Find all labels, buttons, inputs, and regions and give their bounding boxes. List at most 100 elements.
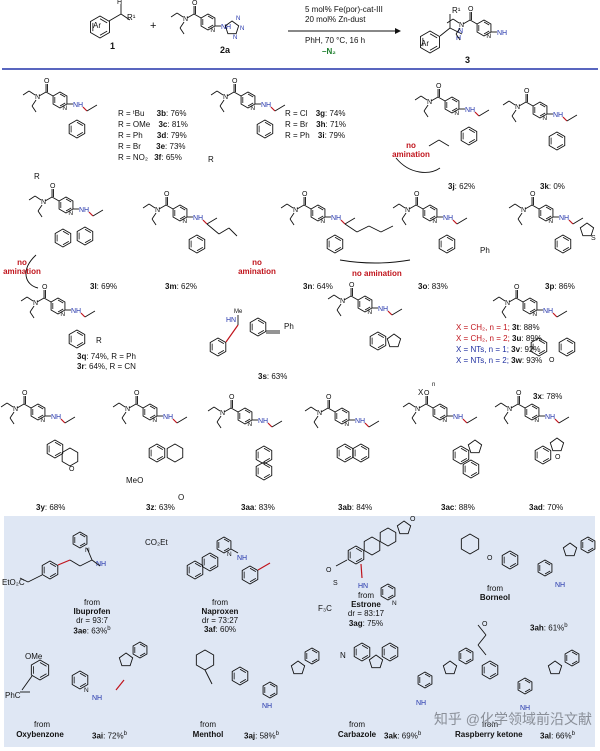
bond bbox=[249, 578, 257, 583]
yield-3ah: 3ah: 61%b bbox=[530, 623, 568, 633]
yield-3aj: 3aj: 58%b bbox=[244, 731, 279, 741]
bond bbox=[239, 679, 247, 684]
hexagon-ring bbox=[537, 559, 553, 577]
condition-n2-loss: –N₂ bbox=[322, 47, 336, 56]
bond bbox=[196, 247, 204, 252]
hexagon-ring bbox=[166, 443, 184, 463]
bond bbox=[517, 218, 523, 226]
ome-label: OMe bbox=[25, 652, 43, 661]
bond bbox=[415, 204, 424, 210]
source-menthol: Menthol bbox=[192, 730, 224, 739]
bond bbox=[572, 217, 584, 225]
bond bbox=[389, 644, 397, 649]
bond bbox=[257, 319, 265, 324]
ph-label-3s: Ph bbox=[284, 322, 294, 331]
bond bbox=[112, 402, 120, 408]
hexagon-ring bbox=[30, 403, 46, 421]
hexagon-ring bbox=[46, 439, 64, 459]
bond bbox=[311, 649, 318, 654]
atom-label: Me bbox=[234, 309, 243, 315]
hexagon-ring bbox=[256, 119, 274, 139]
bond bbox=[29, 311, 35, 319]
atom-label: O bbox=[482, 621, 488, 628]
pentagon-ring bbox=[467, 439, 483, 454]
bond bbox=[60, 418, 66, 424]
bond bbox=[65, 207, 72, 212]
hexagon-ring bbox=[326, 234, 344, 254]
bond bbox=[20, 296, 28, 302]
bond bbox=[401, 218, 407, 226]
bond bbox=[539, 112, 546, 117]
source-carbazole: Carbazole bbox=[337, 730, 377, 739]
bond bbox=[508, 203, 516, 209]
atom-label: N bbox=[247, 421, 252, 428]
hexagon-ring bbox=[369, 331, 387, 351]
bond bbox=[6, 402, 14, 408]
bond bbox=[511, 109, 517, 117]
atom-label: O bbox=[50, 183, 56, 190]
bond bbox=[313, 421, 319, 429]
bond bbox=[223, 547, 230, 552]
atom-label: O bbox=[414, 191, 420, 198]
hexagon-ring bbox=[255, 461, 273, 481]
x-label: X bbox=[418, 388, 424, 397]
bond bbox=[350, 295, 359, 301]
bond bbox=[494, 402, 502, 408]
bond bbox=[364, 306, 371, 311]
bond bbox=[568, 219, 574, 225]
bond bbox=[571, 651, 578, 656]
atom-label: NH bbox=[378, 306, 388, 313]
hexagon-ring bbox=[142, 403, 158, 421]
bond bbox=[121, 417, 127, 425]
bond bbox=[503, 417, 509, 425]
bond bbox=[429, 33, 438, 39]
bond bbox=[158, 204, 167, 210]
bond bbox=[446, 18, 454, 24]
atom-label: NH bbox=[545, 414, 555, 421]
bond bbox=[340, 219, 346, 225]
atom-label: O bbox=[424, 390, 430, 397]
bond bbox=[411, 417, 417, 425]
hexagon-ring bbox=[216, 536, 232, 554]
bond bbox=[446, 236, 454, 241]
bond bbox=[545, 206, 552, 211]
bond bbox=[216, 415, 222, 423]
bond bbox=[108, 13, 122, 22]
bond bbox=[355, 558, 363, 563]
bond bbox=[179, 27, 185, 35]
atom-label: NH bbox=[79, 207, 89, 214]
bond bbox=[341, 418, 348, 423]
n-label: n bbox=[432, 382, 436, 388]
atom-label: N bbox=[415, 406, 420, 413]
yield-3ai: 3ai: 72%b bbox=[92, 731, 127, 741]
hexagon-ring bbox=[54, 228, 72, 248]
bond bbox=[517, 403, 526, 409]
bond bbox=[230, 548, 239, 554]
atom-label: N bbox=[507, 406, 512, 413]
hexagon-ring bbox=[422, 204, 438, 222]
atom-label: S bbox=[591, 235, 596, 242]
ar-label-1: Ar bbox=[93, 21, 101, 30]
bond bbox=[587, 547, 594, 552]
from-label-oxybenzone: from bbox=[34, 720, 50, 729]
bond bbox=[501, 311, 507, 319]
bond bbox=[451, 98, 458, 103]
source-estrone: Estrone bbox=[351, 600, 381, 609]
from-label-raspberry: from bbox=[482, 720, 498, 729]
bond bbox=[179, 21, 185, 29]
bond bbox=[57, 559, 71, 566]
bond bbox=[452, 219, 458, 225]
bond bbox=[501, 305, 507, 313]
atom-label: N bbox=[340, 298, 345, 305]
bond bbox=[327, 294, 335, 300]
bond bbox=[334, 236, 342, 241]
bond bbox=[562, 236, 570, 241]
hexagon-ring bbox=[380, 583, 396, 601]
watermark: 知乎 @化学领域前沿文献 bbox=[433, 711, 592, 727]
no-amination-note-3m: no amination bbox=[238, 258, 276, 276]
bond bbox=[566, 114, 578, 122]
carbazole-n-label: N bbox=[340, 651, 346, 660]
hexagon-ring bbox=[237, 407, 253, 425]
bond bbox=[465, 649, 472, 654]
bond bbox=[31, 99, 37, 107]
